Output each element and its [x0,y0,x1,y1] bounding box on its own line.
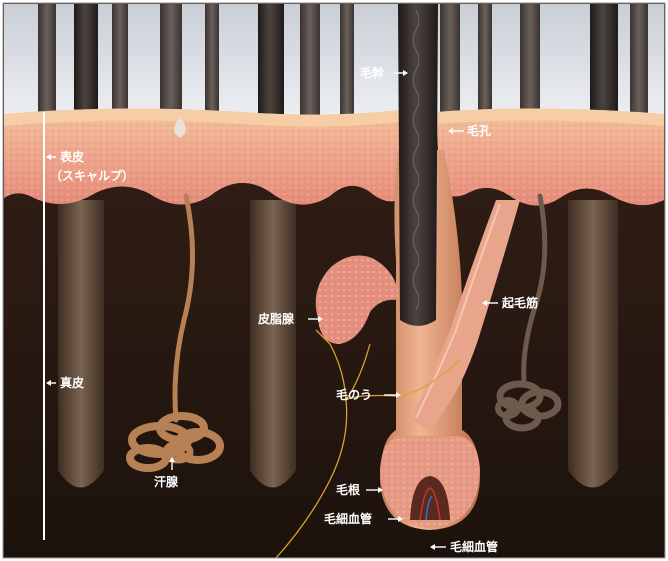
label-arrector-pili: 起毛筋 [501,295,538,310]
label-capillary-2: 毛細血管 [450,539,498,554]
label-epidermis-sub: （スキャルプ） [50,168,134,183]
label-capillary-1: 毛細血管 [324,511,372,526]
main-hair-shaft [398,4,438,326]
label-sebaceous-gland: 皮脂腺 [257,311,295,326]
air-background [4,4,664,122]
label-hair-root: 毛根 [336,482,360,497]
label-sweat-gland: 汗腺 [154,474,179,489]
label-follicle: 毛のう [336,387,372,402]
label-epidermis: 表皮 [59,149,84,164]
label-dermis: 真皮 [60,375,84,390]
label-pore: 毛孔 [467,123,491,138]
label-hair-shaft: 毛幹 [360,65,385,80]
